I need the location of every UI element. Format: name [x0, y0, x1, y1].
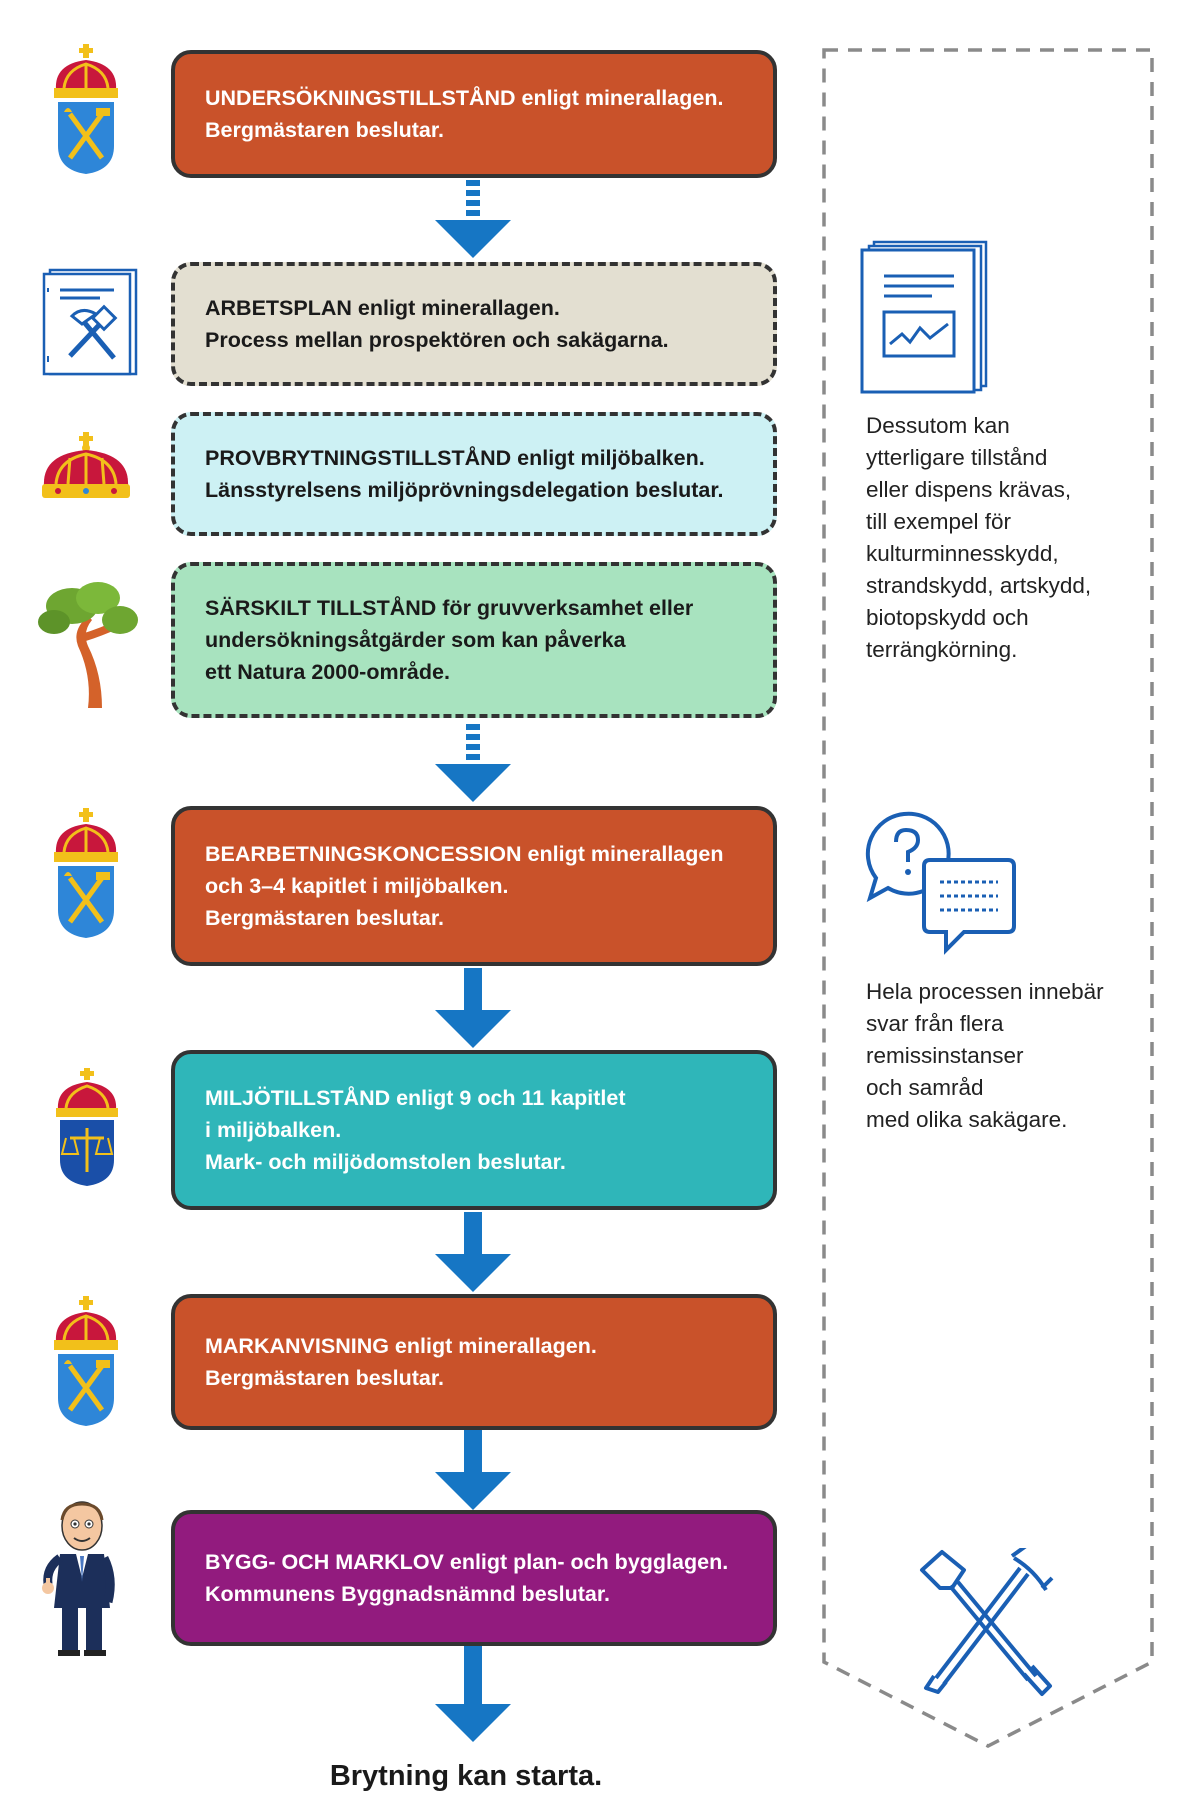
step-line: SÄRSKILT TILLSTÅND för gruvverksamhet el… — [205, 596, 694, 620]
note-line: eller dispens krävas, — [866, 477, 1072, 502]
coat-of-arms-icon — [54, 1296, 118, 1426]
solid-arrow-down — [435, 1430, 511, 1510]
step-line: BYGG- OCH MARKLOV enligt plan- och byggl… — [205, 1550, 729, 1574]
step-bygg-och-marklov: BYGG- OCH MARKLOV enligt plan- och byggl… — [171, 1510, 777, 1646]
step-text: BEARBETNINGSKONCESSION enligt minerallag… — [205, 838, 723, 934]
step-text: UNDERSÖKNINGSTILLSTÅND enligt minerallag… — [205, 82, 723, 146]
side-panel-dashed-frame — [822, 48, 1154, 1748]
sidebar-note-process-consultation: Hela processen innebär svar från flera r… — [866, 976, 1104, 1136]
note-line: biotopskydd och — [866, 605, 1029, 630]
note-line: remissinstanser — [866, 1043, 1024, 1068]
note-line: svar från flera — [866, 1011, 1004, 1036]
tree-icon — [38, 582, 138, 708]
step-line: MARKANVISNING enligt minerallagen. — [205, 1334, 597, 1358]
step-undersokningstillstand: UNDERSÖKNINGSTILLSTÅND enligt minerallag… — [171, 50, 777, 178]
shovel-pickaxe-icon — [920, 1548, 1054, 1696]
coat-of-arms-icon — [54, 44, 118, 174]
step-line: Bergmästaren beslutar. — [205, 906, 444, 930]
note-line: strandskydd, artskydd, — [866, 573, 1092, 598]
coat-of-arms-icon — [54, 808, 118, 938]
step-line: UNDERSÖKNINGSTILLSTÅND enligt minerallag… — [205, 86, 724, 110]
note-line: ytterligare tillstånd — [866, 445, 1048, 470]
step-text: ARBETSPLAN enligt minerallagen. Process … — [205, 292, 669, 356]
step-text: SÄRSKILT TILLSTÅND för gruvverksamhet el… — [205, 592, 693, 688]
step-line: Bergmästaren beslutar. — [205, 118, 444, 142]
solid-arrow-down — [435, 968, 511, 1048]
step-line: Process mellan prospektören och sakägarn… — [205, 328, 669, 352]
sidebar-note-additional-permits: Dessutom kan ytterligare tillstånd eller… — [866, 410, 1091, 666]
solid-arrow-down — [435, 1212, 511, 1292]
note-line: med olika sakägare. — [866, 1107, 1068, 1132]
step-line: Länsstyrelsens miljöprövningsdelegation … — [205, 478, 724, 502]
step-line: MILJÖTILLSTÅND enligt 9 och 11 kapitlet — [205, 1086, 626, 1110]
step-line: ARBETSPLAN enligt minerallagen. — [205, 296, 560, 320]
step-miljotillstand: MILJÖTILLSTÅND enligt 9 och 11 kapitlet … — [171, 1050, 777, 1210]
step-line: Kommunens Byggnadsnämnd beslutar. — [205, 1582, 610, 1606]
step-line: undersökningsåtgärder som kan påverka — [205, 628, 626, 652]
note-line: Hela processen innebär — [866, 979, 1104, 1004]
step-text: MARKANVISNING enligt minerallagen. Bergm… — [205, 1330, 597, 1394]
note-line: och samråd — [866, 1075, 984, 1100]
step-line: BEARBETNINGSKONCESSION enligt minerallag… — [205, 842, 724, 866]
step-line: och 3–4 kapitlet i miljöbalken. — [205, 874, 509, 898]
work-plan-document-icon — [42, 268, 138, 376]
step-line: Bergmästaren beslutar. — [205, 1366, 444, 1390]
court-coat-of-arms-icon — [56, 1068, 118, 1186]
note-line: till exempel för — [866, 509, 1012, 534]
note-line: kulturminnesskydd, — [866, 541, 1059, 566]
step-text: BYGG- OCH MARKLOV enligt plan- och byggl… — [205, 1546, 728, 1610]
step-line: ett Natura 2000-område. — [205, 660, 450, 684]
dashed-arrow-down — [435, 180, 511, 258]
report-document-icon — [860, 240, 988, 394]
note-line: terrängkörning. — [866, 637, 1018, 662]
step-arbetsplan: ARBETSPLAN enligt minerallagen. Process … — [171, 262, 777, 386]
step-text: PROVBRYTNINGSTILLSTÅND enligt miljöbalke… — [205, 442, 724, 506]
solid-arrow-down — [435, 1646, 511, 1742]
note-line: Dessutom kan — [866, 413, 1010, 438]
royal-crown-icon — [42, 432, 130, 498]
step-line: Mark- och miljödomstolen beslutar. — [205, 1150, 566, 1174]
step-sarskilt-tillstand: SÄRSKILT TILLSTÅND för gruvverksamhet el… — [171, 562, 777, 718]
step-line: PROVBRYTNINGSTILLSTÅND enligt miljöbalke… — [205, 446, 705, 470]
step-provbrytningstillstand: PROVBRYTNINGSTILLSTÅND enligt miljöbalke… — [171, 412, 777, 536]
step-line: i miljöbalken. — [205, 1118, 342, 1142]
step-markanvisning: MARKANVISNING enligt minerallagen. Bergm… — [171, 1294, 777, 1430]
businessman-icon — [42, 1501, 115, 1656]
question-chat-icon — [865, 811, 1016, 955]
step-bearbetningskoncession: BEARBETNINGSKONCESSION enligt minerallag… — [171, 806, 777, 966]
step-text: MILJÖTILLSTÅND enligt 9 och 11 kapitlet … — [205, 1082, 626, 1178]
dashed-arrow-down — [435, 724, 511, 802]
final-result-text: Brytning kan starta. — [329, 1760, 603, 1792]
